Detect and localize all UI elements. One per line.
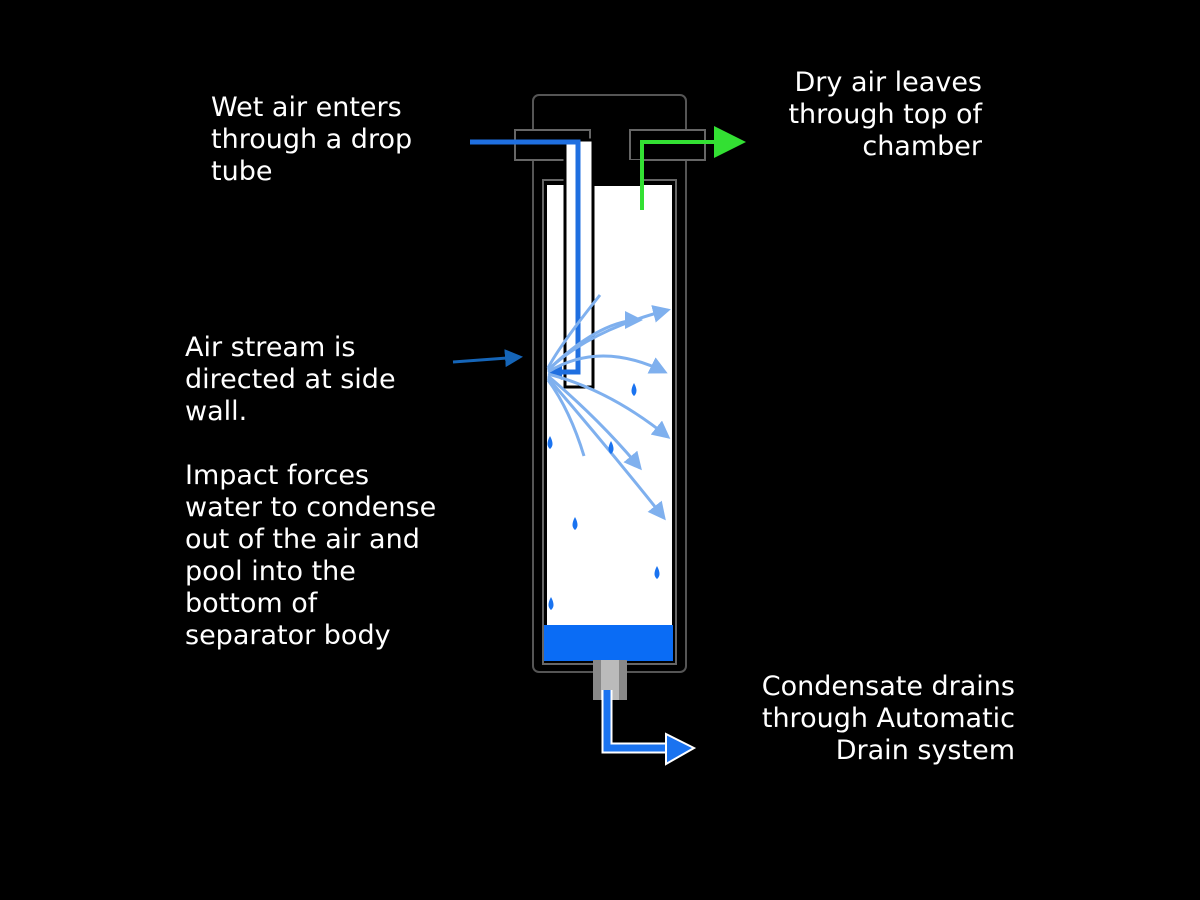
condensate-label: Condensate drains through Automatic Drai… [761,671,1015,766]
water-droplets [547,383,660,610]
impact-label: Impact forces water to condense out of t… [185,460,437,651]
water-droplet-icon [547,436,553,449]
spray-arrow [546,377,666,521]
air-stream-label: Air stream is directed at side wall. [185,332,396,427]
wet-air-flow-line [470,139,581,375]
spray-arrow [546,294,602,369]
spray-arrow [547,372,671,439]
air-stream-pointer-arrow [452,349,523,368]
drain-flow-arrow [601,690,697,766]
water-droplet-icon [548,597,554,610]
dry-air-flow-arrow [640,126,746,210]
water-droplet-icon [654,566,660,579]
spray-arrow [547,354,668,374]
water-droplet-icon [572,517,578,530]
spray-arrow [547,374,642,471]
wet-air-label: Wet air enters through a drop tube [211,92,413,187]
water-droplet-icon [631,383,637,396]
pooled-condensate [544,625,673,661]
dry-air-label: Dry air leaves through top of chamber [788,67,982,162]
spray-arrow [546,379,586,457]
water-droplet-icon [608,441,614,454]
spray-arrows [546,294,671,521]
spray-arrow [546,311,643,372]
